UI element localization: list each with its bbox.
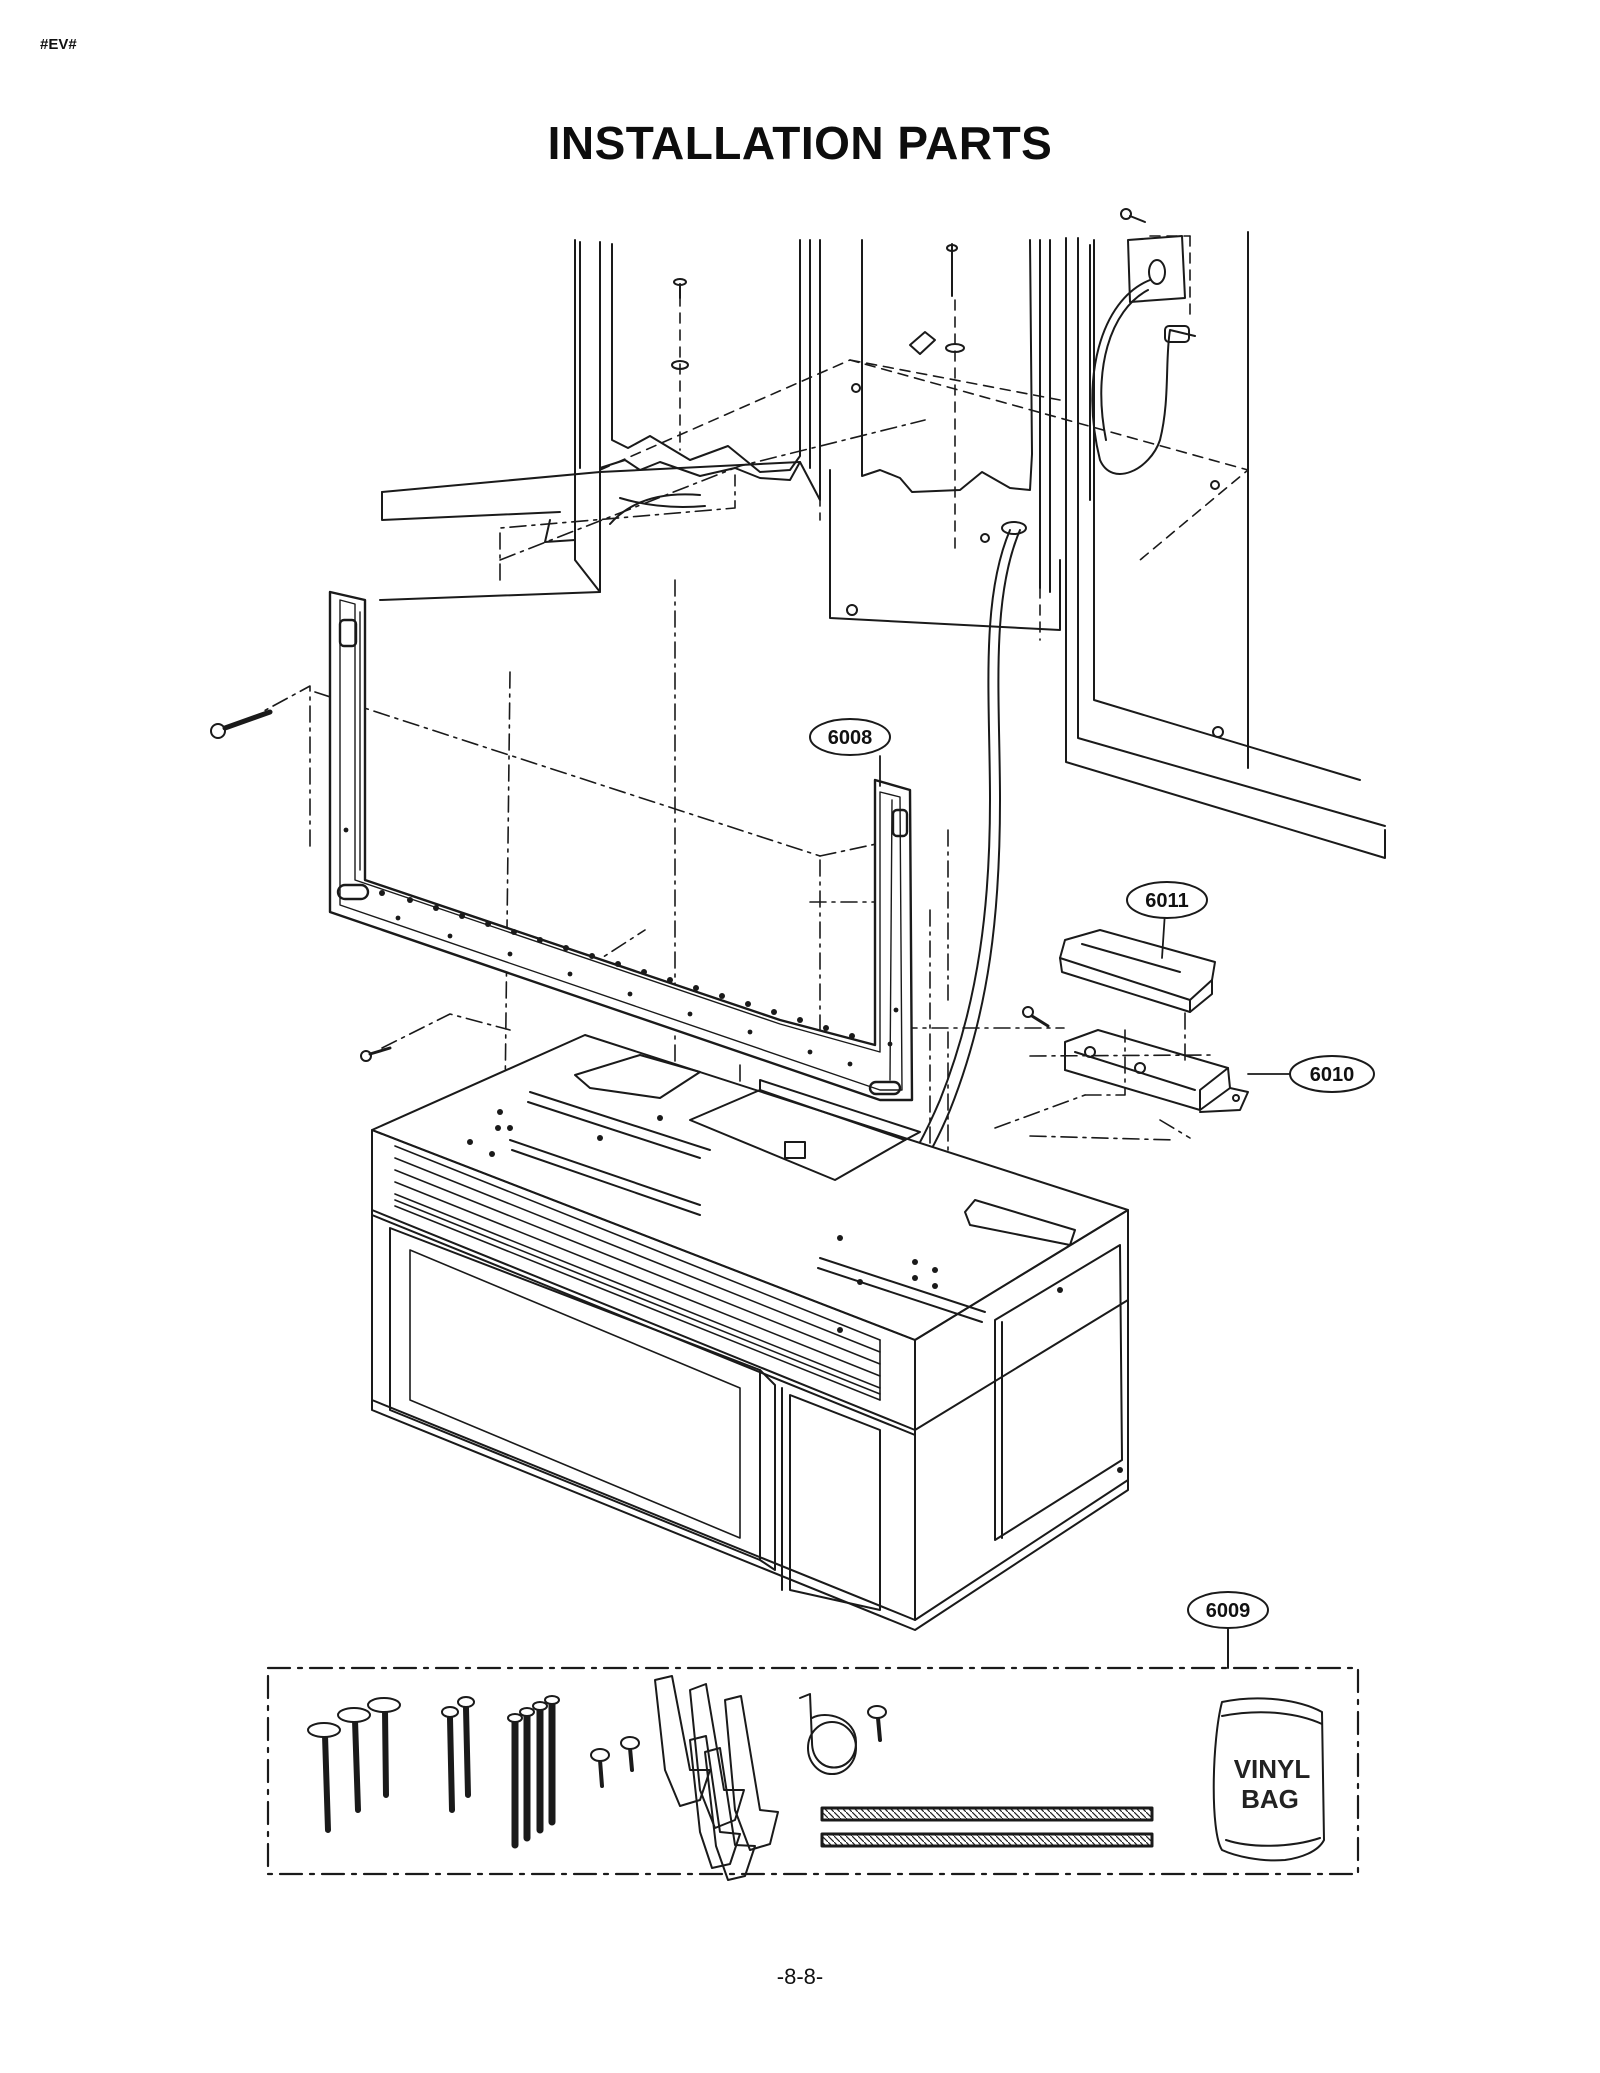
microwave-details bbox=[467, 1109, 1123, 1473]
document-code: #EV# bbox=[40, 36, 77, 53]
junction-box bbox=[1064, 1029, 1249, 1113]
junction-box-cover bbox=[1059, 929, 1216, 1013]
wall-cabinets bbox=[379, 208, 1386, 859]
guide-dashed-lines bbox=[599, 235, 1249, 641]
callout-6009-label: 6009 bbox=[1206, 1600, 1251, 1622]
kit-cord-clamp bbox=[799, 1693, 857, 1775]
bracket-holes bbox=[343, 827, 899, 1067]
callout-6011-label: 6011 bbox=[1145, 890, 1188, 912]
microwave-oven bbox=[371, 1034, 1129, 1631]
callout-6008: 6008 bbox=[809, 718, 891, 756]
callout-6009: 6009 bbox=[1187, 1591, 1269, 1629]
screw-junction-box bbox=[1022, 1006, 1050, 1028]
callout-6010-label: 6010 bbox=[1310, 1064, 1355, 1086]
callout-6008-label: 6008 bbox=[828, 727, 873, 749]
kit-toggle-wings bbox=[654, 1675, 779, 1881]
screw-lower-left bbox=[360, 1046, 392, 1062]
mounting-bracket bbox=[328, 590, 914, 1102]
alignment-lines bbox=[261, 419, 1211, 1291]
lag-screw-left bbox=[210, 709, 273, 739]
vinyl-bag-icon bbox=[1212, 1697, 1325, 1862]
callout-leaders bbox=[879, 755, 1291, 1653]
page-number: -8-8- bbox=[776, 1964, 824, 1989]
kit-coil-springs bbox=[820, 1806, 1154, 1848]
kit-wood-screws bbox=[307, 1696, 475, 1833]
vinyl-bag-label-line1: VINYL bbox=[1234, 1754, 1311, 1784]
callout-6010: 6010 bbox=[1289, 1055, 1375, 1093]
vinyl-bag-label-line2: BAG bbox=[1241, 1784, 1299, 1814]
kit-small-screws bbox=[590, 1705, 887, 1788]
callout-6011: 6011 bbox=[1126, 881, 1208, 919]
page-title: INSTALLATION PARTS bbox=[547, 117, 1053, 169]
kit-toggle-bolts bbox=[507, 1695, 560, 1849]
